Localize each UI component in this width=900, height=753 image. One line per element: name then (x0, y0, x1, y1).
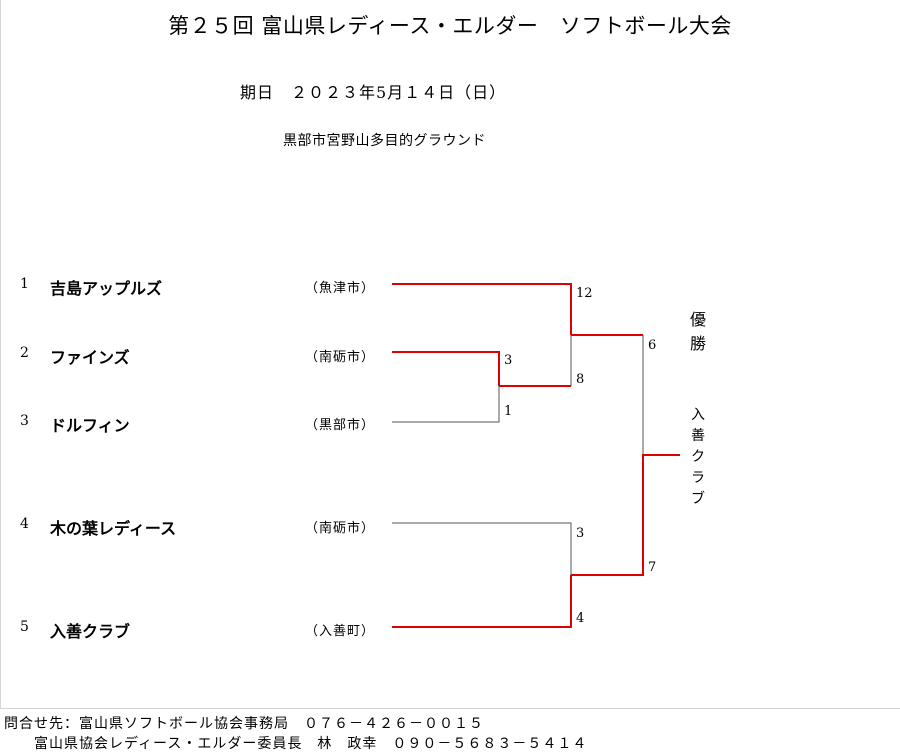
event-venue: 黒部市宮野山多目的グラウンド (283, 133, 486, 149)
champion-name-char: ラ (691, 470, 705, 486)
champion-name: 入 善 ク ラ ブ (688, 405, 708, 510)
frame-left-border (0, 0, 1, 708)
match-score: 3 (576, 526, 585, 541)
champion-name-char: ブ (691, 491, 705, 507)
match-score: 12 (576, 286, 593, 301)
team-number: 5 (20, 619, 29, 635)
team-number: 1 (20, 276, 29, 292)
match-score: 1 (504, 404, 513, 419)
bracket-line-winner (571, 454, 680, 576)
bracket-line-loser (392, 386, 500, 423)
match-score: 8 (576, 372, 585, 387)
match-score: 7 (648, 560, 657, 575)
match-score: 3 (504, 353, 513, 368)
match-score: 6 (648, 338, 657, 353)
team-number: 2 (20, 345, 29, 361)
team-name: ドルフィン (50, 416, 130, 435)
bracket-line-winner (392, 351, 500, 386)
team-city: （南砺市） (305, 350, 376, 365)
team-city: （黒部市） (305, 418, 376, 433)
champion-label-char: 勝 (689, 334, 706, 353)
match-score: 4 (576, 611, 585, 626)
contact-line-office: 問合せ先：富山県ソフトボール協会事務局 ０７６－４２６－００１５ (4, 716, 484, 732)
bracket-line-winner (392, 283, 572, 335)
page-title: 第２５回 富山県レディース・エルダー ソフトボール大会 (168, 14, 732, 38)
frame-bottom-border (0, 708, 900, 709)
event-date: 期日 ２０２３年5月１４日（日） (240, 83, 507, 102)
bracket-line-winner (392, 575, 572, 628)
team-number: 3 (20, 413, 29, 429)
bracket-line-loser (392, 522, 572, 575)
champion-name-char: ク (691, 449, 705, 465)
team-city: （魚津市） (305, 281, 376, 296)
team-city: （入善町） (305, 624, 376, 639)
champion-label-char: 優 (689, 310, 706, 329)
contact-line-chair: 富山県協会レディース・エルダー委員長 林 政幸 ０９０－５６８３－５４１４ (34, 736, 588, 752)
champion-name-char: 入 (691, 407, 705, 423)
team-city: （南砺市） (305, 521, 376, 536)
champion-label: 優 勝 (688, 308, 708, 356)
team-name: ファインズ (50, 348, 130, 367)
team-number: 4 (20, 516, 29, 532)
champion-name-char: 善 (691, 428, 705, 444)
team-name: 木の葉レディース (50, 519, 177, 538)
team-name: 吉島アップルズ (50, 279, 163, 298)
team-name: 入善クラブ (50, 622, 131, 641)
